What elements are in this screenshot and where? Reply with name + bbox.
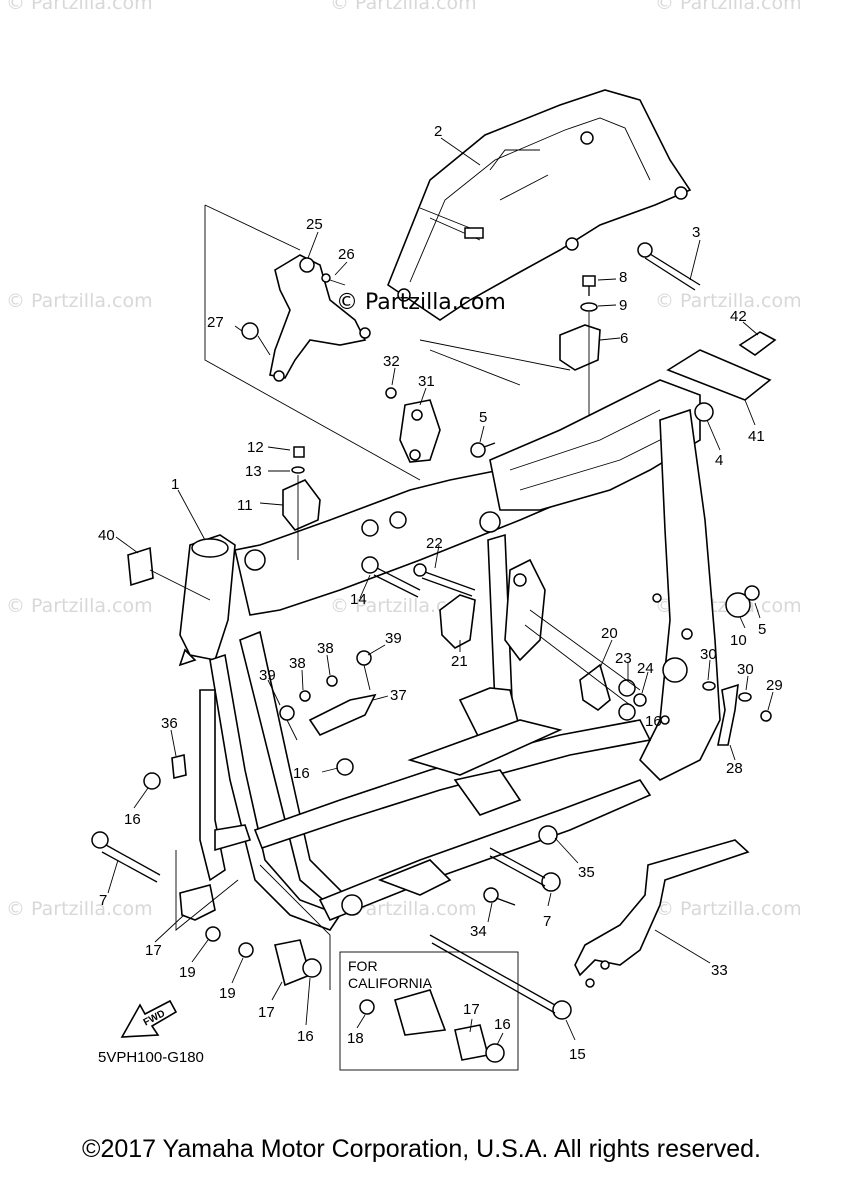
callout-8: 8 <box>619 269 627 286</box>
callout-31: 31 <box>418 373 435 390</box>
engine-mount-brackets <box>439 558 647 721</box>
california-inset-title-line2: CALIFORNIA <box>348 975 433 991</box>
callout-38: 38 <box>289 655 306 672</box>
callout-27: 27 <box>207 314 224 331</box>
callout-16: 16 <box>297 1028 314 1045</box>
watermark: © Partzilla.com <box>655 290 802 312</box>
right-side-parts <box>702 681 772 746</box>
center-watermark: © Partzilla.com <box>336 290 506 315</box>
bolts <box>91 402 760 1020</box>
callout-39: 39 <box>259 667 276 684</box>
callout-25: 25 <box>306 216 323 233</box>
callout-9: 9 <box>619 297 627 314</box>
callout-19: 19 <box>179 964 196 981</box>
callout-18: 18 <box>347 1030 364 1047</box>
callout-15: 15 <box>569 1046 586 1063</box>
watermark: © Partzilla.com <box>6 290 153 312</box>
callout-11: 11 <box>237 497 253 514</box>
callout-12: 12 <box>247 439 264 456</box>
callout-20: 20 <box>601 625 618 642</box>
callout-5: 5 <box>479 409 487 426</box>
callout-36: 36 <box>161 715 178 732</box>
watermark: © Partzilla.com <box>655 898 802 920</box>
callout-16: 16 <box>293 765 310 782</box>
diagram-code: 5VPH100-G180 <box>98 1049 204 1066</box>
fwd-arrow-icon: FWD <box>120 999 178 1038</box>
bolt-3 <box>637 242 701 291</box>
callout-21: 21 <box>451 653 468 670</box>
clamps <box>279 650 377 741</box>
callout-17: 17 <box>145 942 162 959</box>
callout-10: 10 <box>730 632 747 649</box>
callout-4: 4 <box>715 452 723 469</box>
watermark: © Partzilla.com <box>6 595 153 617</box>
callout-39: 39 <box>385 630 402 647</box>
callout-42: 42 <box>730 308 747 325</box>
callout-5: 5 <box>758 621 766 638</box>
watermark: © Partzilla.com <box>6 898 153 920</box>
bracket-33 <box>574 839 750 988</box>
callout-30: 30 <box>737 661 754 678</box>
callout-16: 16 <box>124 811 141 828</box>
callout-17: 17 <box>258 1004 275 1021</box>
lower-brackets <box>175 850 331 990</box>
copyright-notice: ©2017 Yamaha Motor Corporation, U.S.A. A… <box>82 1135 761 1163</box>
bracket-31 <box>385 387 441 463</box>
callout-30: 30 <box>700 646 717 663</box>
callout-23: 23 <box>615 650 632 667</box>
callout-7: 7 <box>99 892 107 909</box>
california-inset <box>339 951 519 1071</box>
plates-41-42 <box>666 331 777 401</box>
callout-38: 38 <box>317 640 334 657</box>
bolt-washer-bracket <box>559 275 601 470</box>
callout-19: 19 <box>219 985 236 1002</box>
callout-40: 40 <box>98 527 115 544</box>
labels-40-36 <box>127 546 211 780</box>
watermark: © Partzilla.com <box>330 0 477 14</box>
callout-16: 16 <box>494 1016 511 1033</box>
california-inset-title-line1: FOR <box>348 958 378 974</box>
callout-34: 34 <box>470 923 487 940</box>
callout-17: 17 <box>463 1001 480 1018</box>
callout-41: 41 <box>748 428 765 445</box>
callout-2: 2 <box>434 123 442 140</box>
callout-37: 37 <box>390 687 407 704</box>
callout-numbers: 1 2 3 4 5 5 6 7 7 8 9 10 11 12 13 14 15 … <box>98 123 783 1063</box>
callout-7: 7 <box>543 913 551 930</box>
callout-32: 32 <box>383 353 400 370</box>
california-inset-title: FOR CALIFORNIA <box>348 958 432 992</box>
callout-1: 1 <box>171 476 179 493</box>
callout-29: 29 <box>766 677 783 694</box>
callout-35: 35 <box>578 864 595 881</box>
callout-26: 26 <box>338 246 355 263</box>
callout-24: 24 <box>637 660 654 677</box>
callout-16: 16 <box>645 713 662 730</box>
bracket-11 <box>282 446 321 560</box>
callout-3: 3 <box>692 224 700 241</box>
callout-28: 28 <box>726 760 743 777</box>
callout-13: 13 <box>245 463 262 480</box>
main-frame <box>178 379 721 931</box>
callout-22: 22 <box>426 535 443 552</box>
watermark: © Partzilla.com <box>6 0 153 14</box>
callout-14: 14 <box>350 591 367 608</box>
rear-fender <box>387 89 692 321</box>
leader-lines <box>107 137 774 1046</box>
upper-bracket <box>241 254 371 382</box>
callout-33: 33 <box>711 962 728 979</box>
watermark: © Partzilla.com <box>655 0 802 14</box>
callout-6: 6 <box>620 330 628 347</box>
